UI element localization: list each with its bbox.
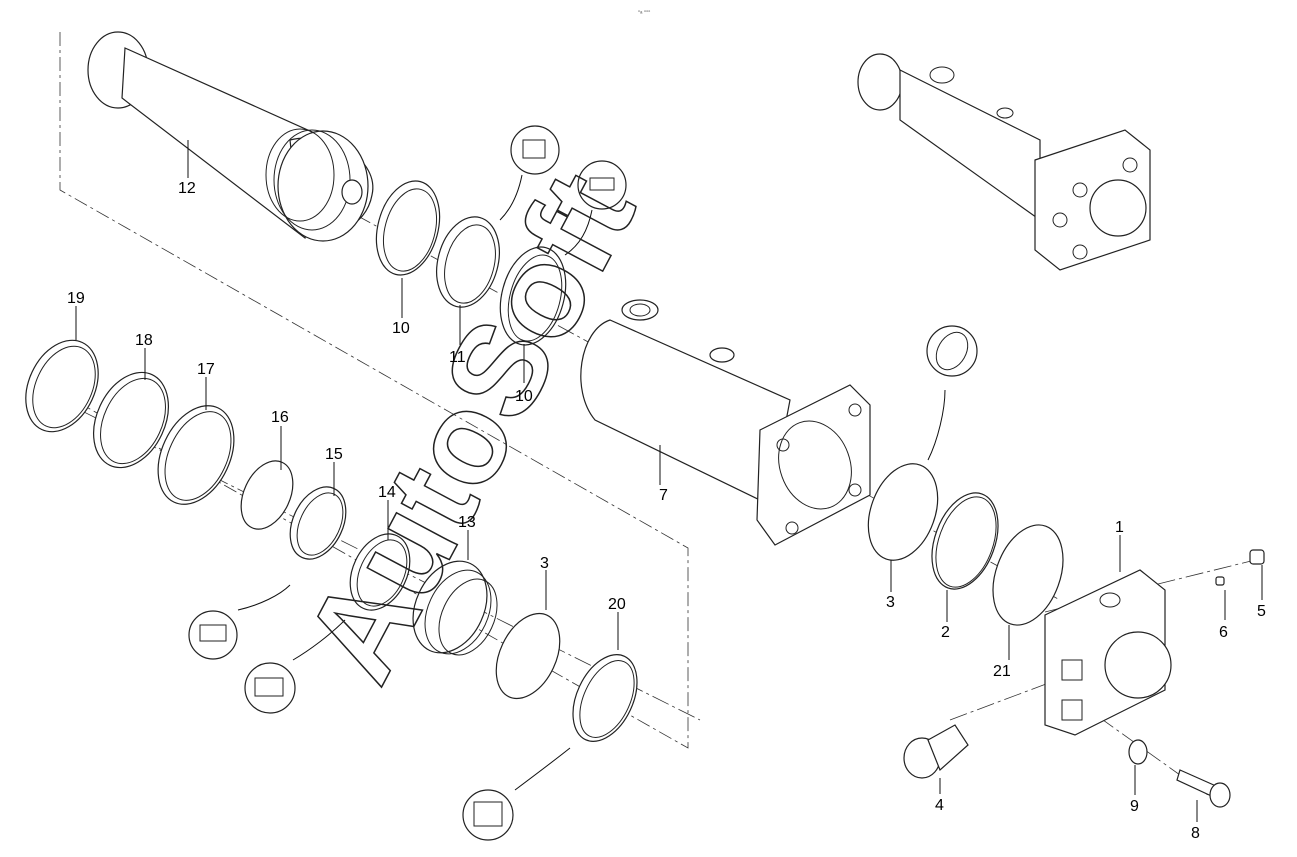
- o-ring-part-3b: [867, 463, 939, 561]
- profile-detail-bubble-3: [926, 325, 978, 461]
- callout-labels: 12 10 11 10 7 19 18 17 16 15 14 13 3 20 …: [67, 180, 1266, 842]
- callout-7: 7: [659, 487, 668, 504]
- callout-6: 6: [1219, 624, 1228, 641]
- callout-2: 2: [941, 624, 950, 641]
- seal-part-14: [349, 533, 411, 611]
- piston-rod-part-12: [87, 31, 374, 242]
- ring-part-17: [157, 405, 235, 505]
- callout-18: 18: [135, 332, 153, 349]
- ring-part-20: [572, 654, 638, 742]
- profile-detail-bubble-4: [188, 584, 291, 660]
- valve-cartridge-part-4: [903, 724, 969, 779]
- guide-ring-part-10a: [375, 180, 441, 276]
- callout-16: 16: [271, 409, 289, 426]
- header-code: ▫ₐ ▫▫▫: [638, 9, 650, 15]
- screw-part-8: [1176, 769, 1231, 808]
- callout-10: 10: [515, 388, 533, 405]
- guide-ring-part-10b: [499, 246, 567, 346]
- seal-ring-part-11: [436, 216, 500, 308]
- callout-17: 17: [197, 361, 215, 378]
- callout-20: 20: [608, 596, 626, 613]
- backup-ring-part-2: [931, 492, 999, 590]
- o-ring-part-3a: [495, 612, 561, 700]
- assembled-cylinder-view: [857, 53, 1151, 271]
- callout-5: 5: [1257, 603, 1266, 620]
- callout-10: 10: [392, 320, 410, 337]
- callout-19: 19: [67, 290, 85, 307]
- callout-14: 14: [378, 484, 396, 501]
- callout-21: 21: [993, 663, 1011, 680]
- callout-8: 8: [1191, 825, 1200, 842]
- o-ring-part-21: [992, 524, 1064, 626]
- valve-block-part-1: [1044, 569, 1172, 736]
- profile-detail-bubble-1: [499, 125, 560, 221]
- callout-11: 11: [449, 349, 466, 366]
- callout-leaders: [75, 140, 1263, 822]
- callout-1: 1: [1115, 519, 1124, 536]
- cylinder-barrel-part-7: [580, 299, 871, 546]
- profile-detail-bubble-5: [244, 619, 346, 714]
- profile-detail-bubble-2: [564, 160, 627, 256]
- callout-4: 4: [935, 797, 944, 814]
- callout-3: 3: [540, 555, 549, 572]
- piston-part-13: [412, 560, 498, 656]
- profile-detail-bubble-6: [462, 747, 571, 841]
- ring-part-18: [93, 371, 169, 469]
- snap-ring-part-16: [240, 460, 294, 530]
- callout-9: 9: [1130, 798, 1139, 815]
- callout-13: 13: [458, 514, 476, 531]
- callout-12: 12: [178, 180, 196, 197]
- callout-15: 15: [325, 446, 343, 463]
- retaining-ring-part-19: [25, 339, 99, 433]
- cap-part-5: [1249, 549, 1265, 565]
- callout-3: 3: [886, 594, 895, 611]
- washer-part-9: [1128, 739, 1148, 765]
- plug-part-6: [1215, 576, 1225, 586]
